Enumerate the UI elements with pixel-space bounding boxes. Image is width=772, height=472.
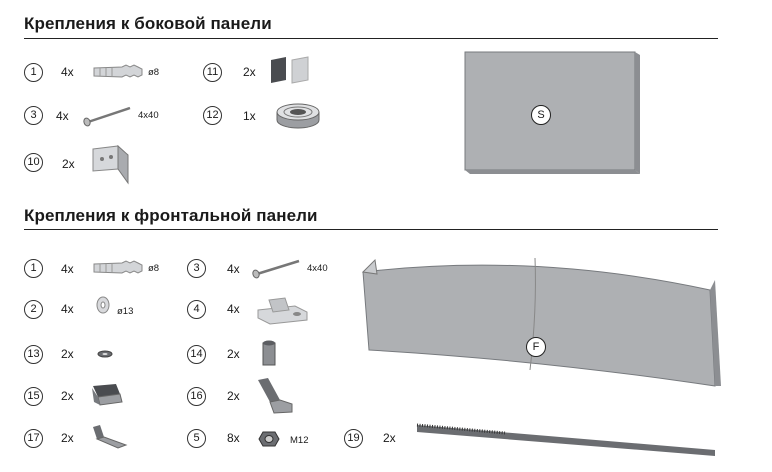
part-number-15: 15 (24, 387, 43, 406)
part-number-1: 1 (24, 63, 43, 82)
front-panel-label: F (526, 337, 546, 357)
part-number-3: 3 (187, 259, 206, 278)
part-number-12: 12 (203, 106, 222, 125)
part-number-3: 3 (24, 106, 43, 125)
part-quantity: 2x (227, 347, 240, 361)
front-panel-illustration (361, 257, 721, 387)
part-quantity: 4x (227, 262, 240, 276)
screw-icon (252, 259, 300, 279)
part-spec: ø8 (148, 263, 160, 274)
side-panel-heading: Крепления к боковой панели (24, 14, 272, 33)
part-number-19: 19 (344, 429, 363, 448)
part-quantity: 4x (61, 262, 74, 276)
front-panel-divider (24, 229, 718, 230)
front-panel-heading: Крепления к фронтальной панели (24, 206, 318, 225)
part-spec: ø13 (117, 306, 134, 317)
panel-clip-icon (257, 297, 308, 325)
part-quantity: 2x (61, 347, 74, 361)
part-spec: M12 (290, 435, 309, 446)
part-number-16: 16 (187, 387, 206, 406)
part-number-17: 17 (24, 429, 43, 448)
tape-roll-icon (276, 103, 320, 129)
part-quantity: 2x (61, 389, 74, 403)
part-number-5: 5 (187, 429, 206, 448)
part-quantity: 4x (56, 109, 69, 123)
part-number-14: 14 (187, 345, 206, 364)
part-number-10: 10 (24, 153, 43, 172)
part-spec: 4x40 (138, 110, 159, 121)
part-quantity: 2x (61, 431, 74, 445)
part-quantity: 2x (62, 157, 75, 171)
part-quantity: 1x (243, 109, 256, 123)
part-quantity: 8x (227, 431, 240, 445)
part-quantity: 2x (243, 65, 256, 79)
part-spec: ø8 (148, 67, 160, 78)
side-panel-divider (24, 38, 718, 39)
l-bracket-icon (93, 425, 128, 449)
part-number-4: 4 (187, 300, 206, 319)
threaded-rod-icon (416, 423, 715, 456)
wall-plug-icon (93, 260, 143, 274)
wall-plug-icon (93, 64, 143, 78)
spacer-sleeve-icon (262, 340, 276, 366)
part-number-11: 11 (203, 63, 222, 82)
felt-pads-icon (271, 56, 309, 84)
side-panel-illustration (464, 51, 640, 174)
part-spec: 4x40 (307, 263, 328, 274)
angle-bracket-icon (92, 144, 129, 185)
washer-icon (96, 296, 110, 314)
part-quantity: 4x (61, 302, 74, 316)
mounting-bracket-icon (92, 384, 123, 406)
part-quantity: 4x (61, 65, 74, 79)
hex-nut-icon (258, 431, 280, 447)
side-panel-label: S (531, 105, 551, 125)
part-quantity: 2x (383, 431, 396, 445)
screw-icon (83, 106, 131, 127)
part-number-13: 13 (24, 345, 43, 364)
part-quantity: 4x (227, 302, 240, 316)
part-number-1: 1 (24, 259, 43, 278)
part-number-2: 2 (24, 300, 43, 319)
part-quantity: 2x (227, 389, 240, 403)
small-washer-icon (97, 350, 113, 358)
z-bracket-icon (258, 378, 293, 414)
